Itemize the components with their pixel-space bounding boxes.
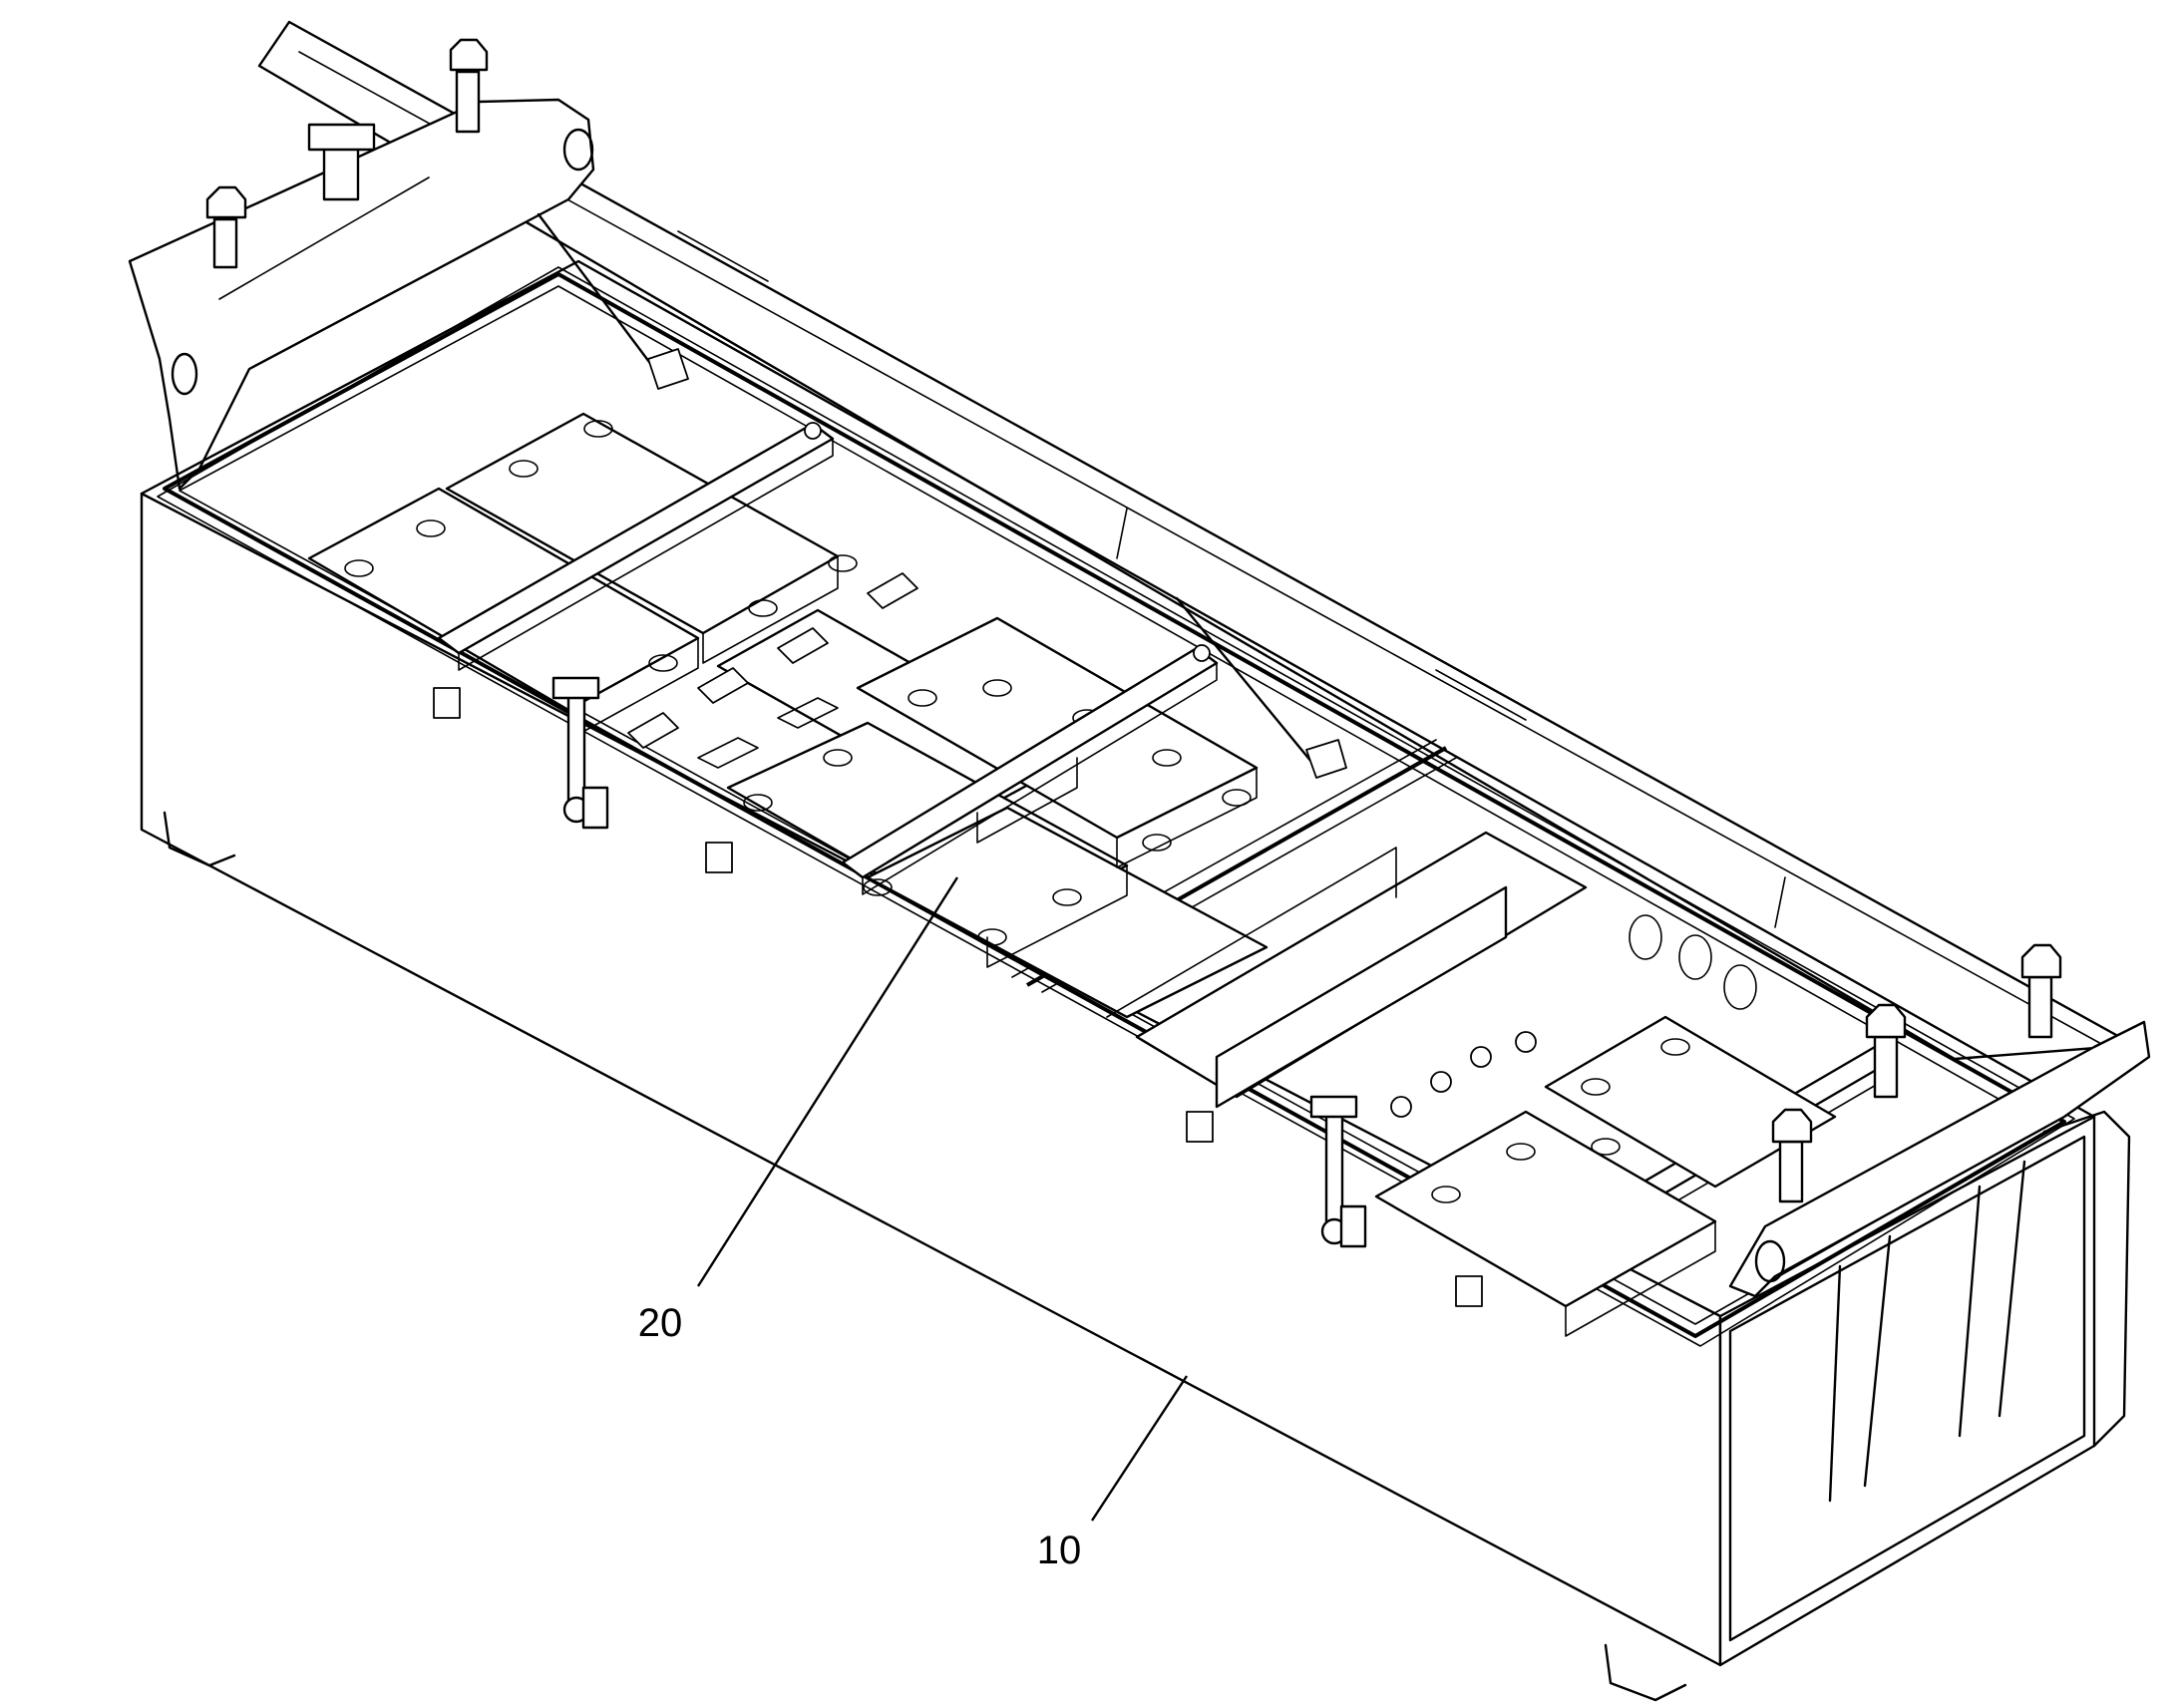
right-bracket-bolts bbox=[1771, 943, 2062, 1203]
callout-battery-assembly: 20 bbox=[638, 876, 959, 1345]
rim-clips bbox=[433, 687, 1483, 1307]
callout-leader-10 bbox=[1090, 1375, 1189, 1522]
right-compartment-equipment bbox=[1106, 831, 1837, 1337]
latch-front-left bbox=[551, 676, 609, 830]
left-bracket-bolt-front bbox=[205, 185, 247, 269]
battery-box-body bbox=[140, 259, 2131, 1702]
callout-label-10: 10 bbox=[1037, 1529, 1082, 1572]
lid-stay-rod-rear bbox=[537, 212, 1347, 779]
callout-battery-box: 10 bbox=[1037, 1375, 1189, 1572]
left-bracket-bolt-rear bbox=[307, 38, 489, 201]
callout-label-20: 20 bbox=[638, 1301, 683, 1345]
battery-cells-left-compartment bbox=[307, 412, 1269, 1019]
callout-leader-20 bbox=[696, 876, 959, 1287]
right-mounting-bracket bbox=[1728, 1020, 2151, 1298]
latch-front-right bbox=[1309, 1095, 1367, 1248]
